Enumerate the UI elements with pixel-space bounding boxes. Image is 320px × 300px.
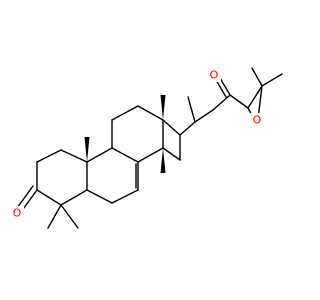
methyl-c13-wedge [160, 95, 166, 120]
ring-c [111, 105, 164, 163]
oxygen-epoxide: O [253, 114, 262, 127]
ring-b [86, 147, 139, 204]
gem-dimethyl-c4 [47, 204, 79, 229]
oxygen-ketone-ring: O [13, 207, 22, 220]
o-ketone-ring-bg [10, 206, 24, 220]
o-ketone-chain-bg [207, 68, 221, 82]
structure-canvas: O O O [10, 67, 283, 229]
side-chain [179, 77, 249, 136]
o-epoxide-bg [250, 113, 264, 127]
oxygen-ketone-chain: O [210, 69, 219, 82]
ring-a [36, 149, 88, 206]
methyl-c14-wedge [160, 148, 166, 173]
ring-d [162, 119, 181, 161]
molecule-diagram: O O O [10, 67, 283, 229]
methyl-c10-wedge [84, 137, 90, 162]
